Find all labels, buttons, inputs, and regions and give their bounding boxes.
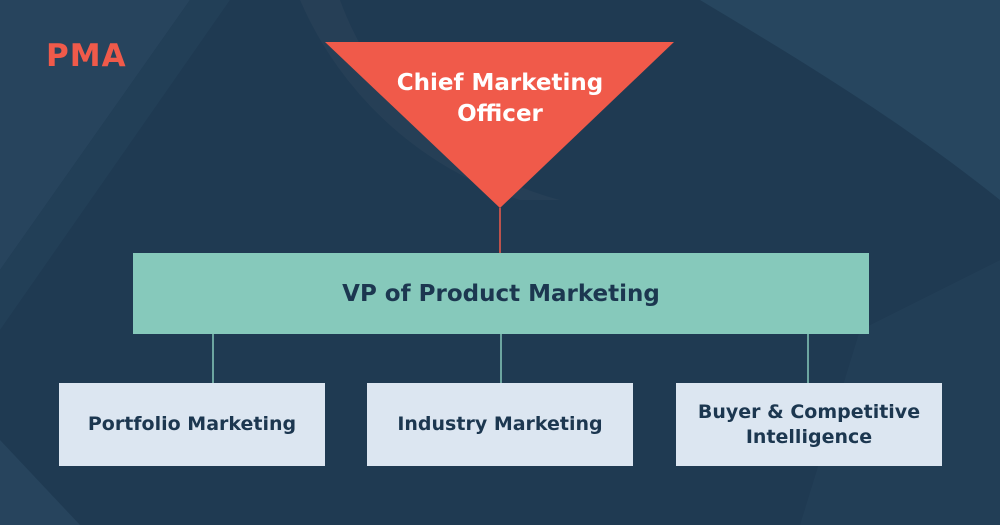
child-node-2: Industry Marketing [367,383,633,466]
child-label-3: Buyer & Competitive Intelligence [697,400,921,448]
middle-node: VP of Product Marketing [133,253,869,334]
child-node-3: Buyer & Competitive Intelligence [676,383,942,466]
root-label: Chief Marketing Officer [396,70,604,127]
child-label-2: Industry Marketing [397,413,603,435]
child-node-1: Portfolio Marketing [59,383,325,466]
pma-logo: PMA [46,38,127,74]
middle-label: VP of Product Marketing [342,280,660,307]
child-label-1: Portfolio Marketing [87,413,297,435]
